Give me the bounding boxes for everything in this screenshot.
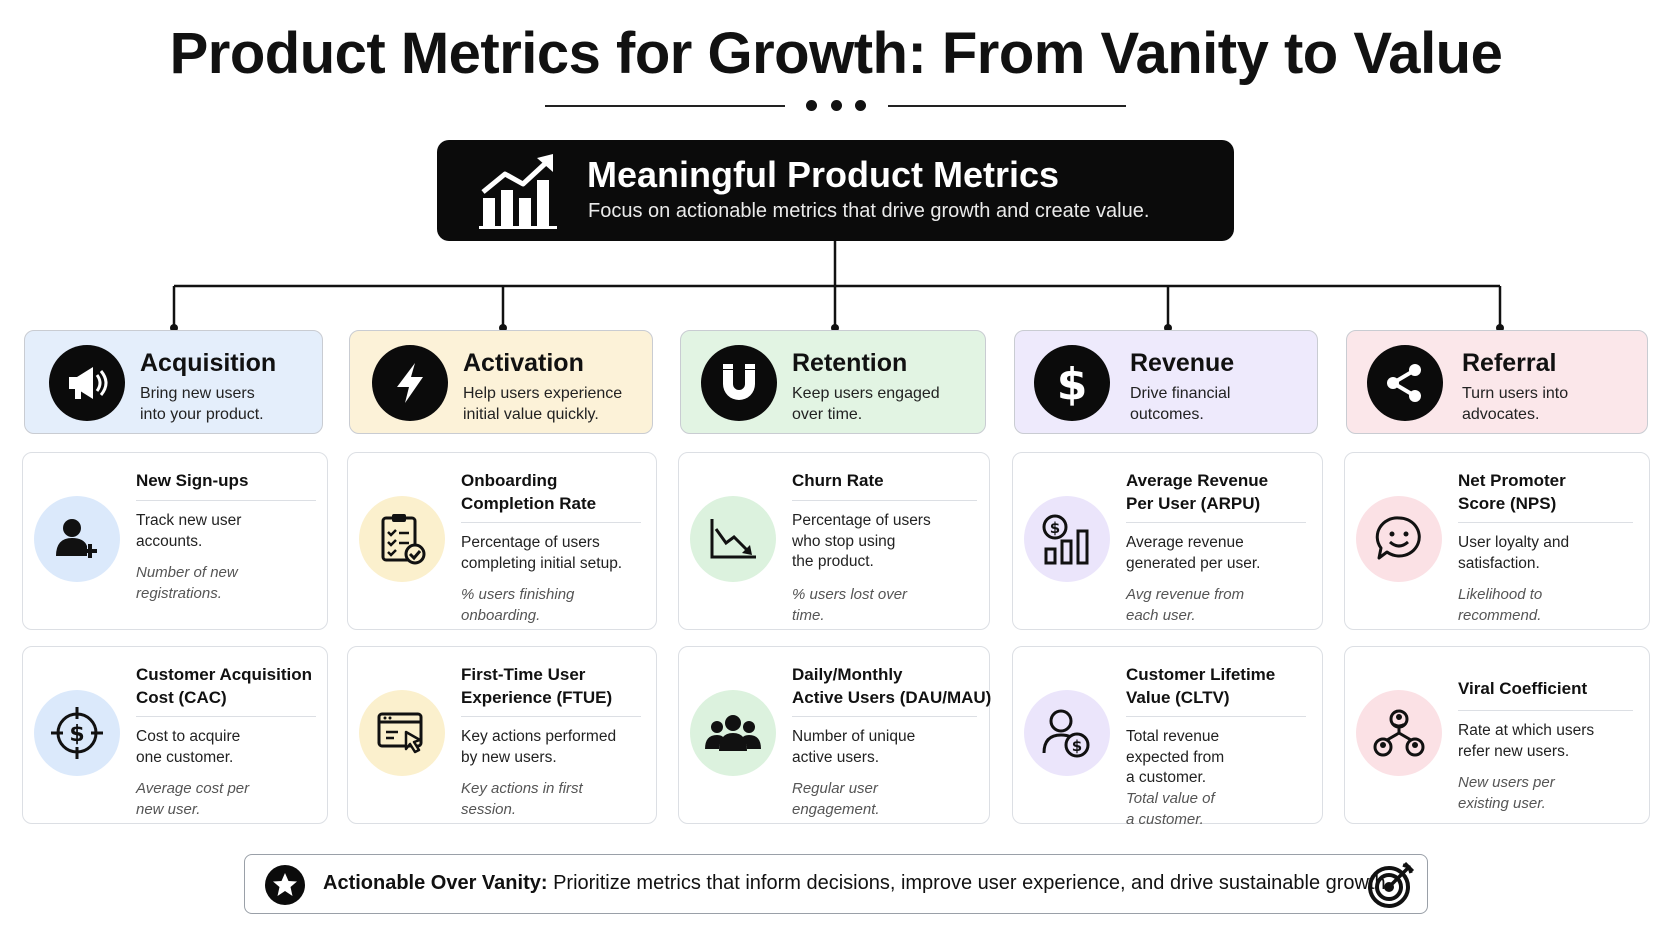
dollar-icon: $: [1034, 345, 1110, 421]
category-title: Revenue: [1130, 349, 1235, 377]
target-arrow-icon: [1368, 861, 1415, 908]
user-plus-icon: [34, 496, 120, 582]
metric-title: Churn Rate: [792, 471, 884, 490]
checklist-icon: [359, 496, 445, 582]
revenue-bars-icon: $: [1024, 496, 1110, 582]
svg-text:$: $: [69, 722, 84, 747]
svg-text:$: $: [1072, 737, 1082, 755]
metric-divider: [1458, 710, 1633, 711]
category-title: Activation: [463, 349, 584, 377]
footer-callout: Actionable Over Vanity: Prioritize metri…: [244, 854, 1428, 914]
users-group-icon: [690, 690, 776, 776]
category-title: Acquisition: [140, 349, 277, 377]
metric-divider: [792, 500, 977, 501]
metric-divider: [1126, 716, 1306, 717]
svg-text:$: $: [1050, 519, 1060, 537]
lightning-icon: [372, 345, 448, 421]
star-icon: [265, 865, 305, 905]
metric-divider: [136, 500, 316, 501]
referral-network-icon: [1356, 690, 1442, 776]
share-icon: [1367, 345, 1443, 421]
magnet-icon: [701, 345, 777, 421]
metric-title: New Sign-ups: [136, 471, 249, 490]
metric-divider: [1126, 522, 1306, 523]
browser-cursor-icon: [359, 690, 445, 776]
hero-subtitle: Focus on actionable metrics that drive g…: [588, 200, 1150, 222]
title-divider-right: [888, 105, 1126, 107]
svg-text:$: $: [1057, 359, 1088, 409]
user-dollar-icon: $: [1024, 690, 1110, 776]
page-title: Product Metrics for Growth: From Vanity …: [169, 21, 1503, 86]
dollar-target-icon: $: [34, 690, 120, 776]
metric-title: Viral Coefficient: [1458, 679, 1588, 698]
megaphone-icon: [49, 345, 125, 421]
footer-text: Actionable Over Vanity: Prioritize metri…: [323, 872, 1392, 894]
metric-divider: [461, 522, 641, 523]
title-divider-dots: [806, 100, 866, 112]
smile-chat-icon: [1356, 496, 1442, 582]
category-title: Referral: [1462, 349, 1557, 377]
metric-divider: [1458, 522, 1633, 523]
metric-divider: [136, 716, 316, 717]
hero-title: Meaningful Product Metrics: [587, 154, 1060, 195]
metric-divider: [792, 716, 977, 717]
trend-down-icon: [690, 496, 776, 582]
metric-divider: [461, 716, 641, 717]
category-title: Retention: [792, 349, 908, 377]
growth-chart-icon: [479, 154, 557, 229]
hero-banner: Meaningful Product Metrics Focus on acti…: [437, 140, 1234, 241]
title-divider-left: [545, 105, 785, 107]
